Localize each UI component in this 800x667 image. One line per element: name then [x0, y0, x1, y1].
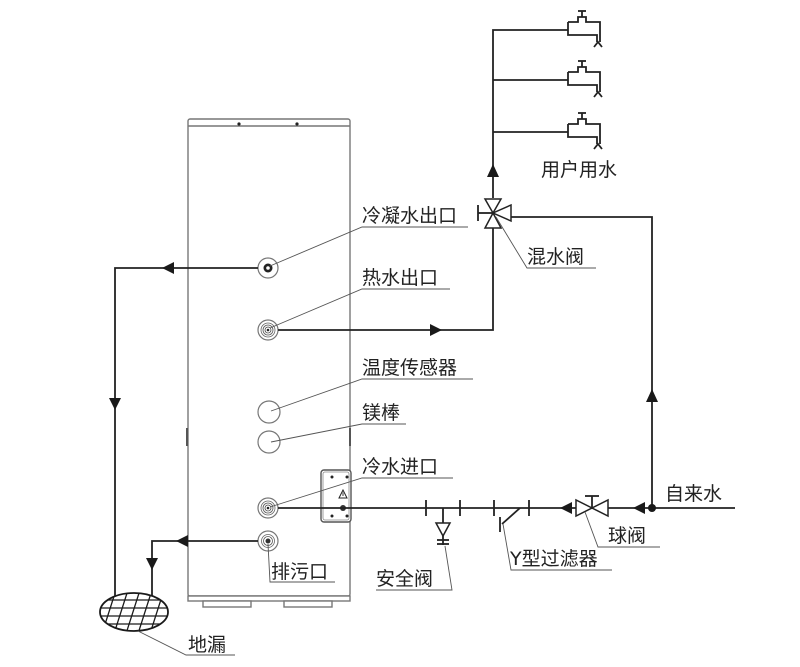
y-strainer-icon [499, 507, 521, 532]
label-temperature-sensor: 温度传感器 [362, 357, 457, 379]
label-y-strainer: Y型过滤器 [509, 548, 598, 570]
temperature-sensor-port [257, 400, 281, 424]
condensate-outlet-port [257, 257, 279, 279]
three-way-valve-icon [477, 198, 512, 229]
tank-body [187, 118, 351, 597]
leader-line [137, 630, 235, 656]
flow-arrow-up-icon [487, 164, 499, 177]
label-user-water: 用户用水 [541, 159, 617, 181]
tank-foot [202, 600, 252, 608]
leader-line [584, 511, 660, 548]
label-tap-water: 自来水 [665, 483, 722, 505]
leader-line [376, 545, 453, 591]
faucet-icon [567, 112, 603, 150]
flow-arrow-left-icon [162, 262, 174, 274]
tank-top-screw [237, 122, 241, 126]
drain-pipe [151, 540, 258, 600]
leader-line [495, 216, 596, 269]
label-condensate-outlet: 冷凝水出口 [362, 205, 457, 227]
label-magnesium-rod: 镁棒 [362, 402, 400, 424]
leader-line [267, 543, 335, 583]
warning-icon [338, 488, 348, 499]
cold-bypass-pipe [511, 216, 653, 507]
control-box [320, 469, 352, 523]
tank-base [187, 595, 351, 602]
user-water-riser [492, 29, 568, 198]
water-tank [186, 118, 351, 608]
label-hot-water-outlet: 热水出口 [362, 267, 438, 289]
label-drain-outlet: 排污口 [271, 561, 328, 583]
label-cold-water-inlet: 冷水进口 [362, 456, 438, 478]
leader-line [269, 477, 453, 508]
leader-line [270, 423, 406, 443]
ball-valve-icon [575, 495, 609, 518]
label-ball-valve: 球阀 [608, 525, 646, 547]
flow-arrow-right-icon [430, 324, 442, 336]
tank-foot [283, 600, 333, 608]
leader-line [270, 378, 473, 412]
safety-valve-icon [434, 508, 452, 545]
flow-arrow-left-icon [176, 535, 188, 547]
label-safety-valve: 安全阀 [376, 568, 433, 590]
leader-line [502, 523, 612, 571]
faucet-icon [567, 60, 603, 98]
tank-top-screw [295, 122, 299, 126]
label-floor-drain: 地漏 [188, 634, 226, 656]
flow-arrow-left-icon [633, 502, 645, 514]
cold-water-inlet-port [257, 497, 279, 519]
condensate-pipe [114, 267, 258, 600]
label-mixing-valve: 混水阀 [527, 246, 584, 268]
leader-line [269, 226, 468, 267]
flow-arrow-down-icon [146, 558, 158, 570]
leader-line [269, 288, 450, 329]
floor-drain-icon [99, 592, 169, 632]
flow-arrow-down-icon [109, 398, 121, 410]
magnesium-rod-port [257, 430, 281, 454]
flow-arrow-up-icon [646, 389, 658, 402]
pipe-junction [648, 504, 656, 512]
faucet-icon [567, 10, 603, 48]
hot-water-outlet-port [257, 319, 279, 341]
hot-water-pipe [278, 222, 494, 331]
flow-arrow-left-icon [560, 502, 572, 514]
